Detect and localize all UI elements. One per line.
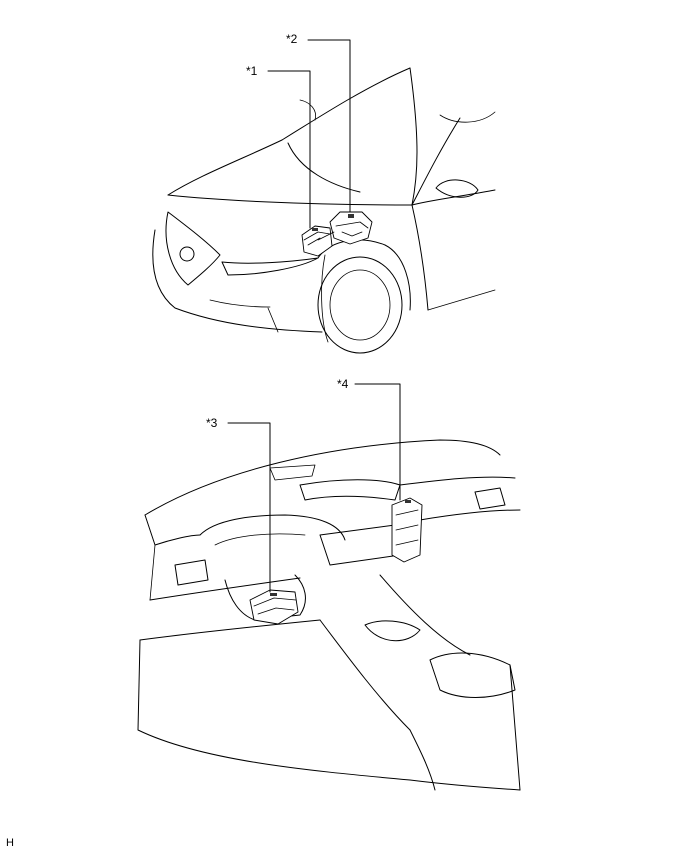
console-front-base <box>409 729 436 791</box>
beltline <box>411 189 496 206</box>
dash-right-lower <box>419 509 521 521</box>
windshield-top-edge <box>281 67 411 141</box>
sheet-code-label: H <box>6 837 14 849</box>
fog-lamp-line <box>209 299 271 308</box>
leader-line-2 <box>307 39 351 213</box>
center-display-hood <box>299 479 401 501</box>
front-wheel-rim <box>329 269 391 341</box>
right-vent <box>474 487 506 510</box>
part-4-component <box>391 497 423 563</box>
tire-edge <box>321 254 329 343</box>
meter-hood <box>199 514 346 541</box>
dash-left-end <box>144 514 201 546</box>
leader-line-1 <box>267 70 311 229</box>
spindle-grille <box>165 211 221 286</box>
leader-lines <box>227 39 401 593</box>
console-right-edge <box>379 574 471 656</box>
knee-panel-line <box>139 619 321 641</box>
side-mirror <box>435 179 479 198</box>
bumper-edge <box>267 307 279 333</box>
part-3-component <box>249 589 299 625</box>
callout-label-2: *2 <box>286 32 298 46</box>
instrument-panel-view <box>137 439 521 791</box>
callout-label-1: *1 <box>246 64 258 78</box>
callout-label-3: *3 <box>206 416 218 430</box>
front-bumper <box>152 229 323 333</box>
wiper-pivot <box>299 99 317 121</box>
armrest <box>429 652 516 698</box>
windshield-right-edge <box>439 111 496 123</box>
leader-line-3 <box>227 422 271 593</box>
front-wheel <box>317 256 403 354</box>
console-rear-base <box>509 664 521 791</box>
part-2-component <box>317 211 373 245</box>
callout-label-4: *4 <box>337 377 349 391</box>
console-tray <box>364 620 421 642</box>
leader-line-4 <box>354 383 401 501</box>
vehicle-front-view <box>152 67 496 354</box>
door-front-edge <box>411 204 429 311</box>
meter-hood-inner <box>214 533 306 546</box>
console-left-edge <box>319 619 411 731</box>
lower-dash-line <box>149 577 301 601</box>
hood-rear-edge <box>167 194 413 206</box>
dash-top-edge <box>144 439 501 516</box>
defroster-vent <box>269 464 316 481</box>
hood-front-edge <box>167 139 283 196</box>
dash-right-upper <box>399 476 516 486</box>
wheel-arch <box>317 239 411 311</box>
rocker-line <box>427 289 496 311</box>
windshield-lower-edge <box>411 117 461 206</box>
cowl-line <box>287 142 361 193</box>
left-vent <box>174 559 209 586</box>
headlight <box>221 257 319 276</box>
a-pillar-line <box>409 67 418 206</box>
part-1-component <box>301 225 333 257</box>
floor-line <box>137 639 521 791</box>
emblem <box>179 246 195 262</box>
dash-side-edge <box>149 544 156 601</box>
center-panel <box>319 524 401 566</box>
